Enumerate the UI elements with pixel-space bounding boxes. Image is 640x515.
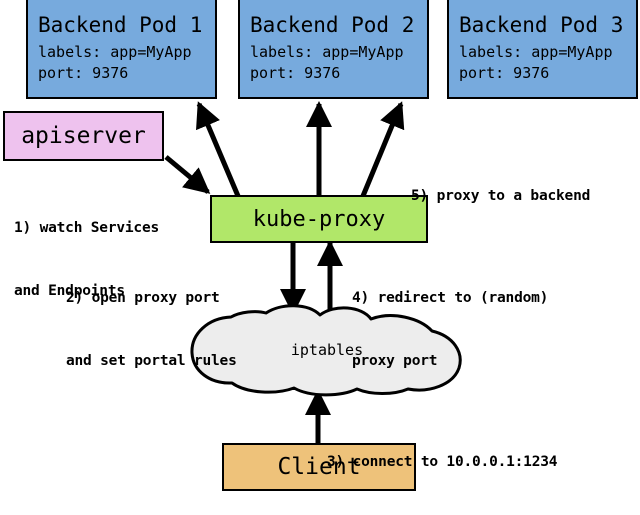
- apiserver-label: apiserver: [21, 123, 146, 149]
- arrow-apiserver-to-kubeproxy: [164, 155, 211, 194]
- client-box[interactable]: Client: [222, 443, 416, 491]
- arrow-kubeproxy-to-pod1: [196, 101, 241, 197]
- backend-pod-2-labels: labels: app=MyApp: [250, 43, 404, 62]
- backend-pod-1-title: Backend Pod 1: [38, 13, 203, 38]
- backend-pod-2-title: Backend Pod 2: [250, 13, 415, 38]
- backend-pod-1-box[interactable]: Backend Pod 1 labels: app=MyApp port: 93…: [26, 0, 217, 99]
- step-4-line-1: 4) redirect to (random): [352, 290, 549, 307]
- diagram-canvas: iptables Backend Pod 1 labels: app=MyApp…: [3, 0, 638, 491]
- step-3-label: 3) connect to 10.0.0.1:1234: [327, 410, 558, 515]
- apiserver-box[interactable]: apiserver: [3, 111, 164, 161]
- step-4-line-2: proxy port: [352, 353, 438, 370]
- step-5-line-1: 5) proxy to a backend: [411, 188, 591, 205]
- backend-pod-2-box[interactable]: Backend Pod 2 labels: app=MyApp port: 93…: [238, 0, 429, 99]
- step-1-line-1: 1) watch Services: [14, 220, 160, 237]
- backend-pod-3-port: port: 9376: [459, 63, 550, 82]
- client-label: Client: [277, 454, 361, 480]
- arrow-kubeproxy-to-pod3: [360, 101, 405, 197]
- kube-proxy-box[interactable]: kube-proxy: [210, 195, 428, 243]
- step-1-label: 1) watch Services and Endpoints: [14, 176, 159, 344]
- iptables-cloud-layer: [190, 304, 462, 397]
- iptables-label: iptables: [290, 341, 364, 359]
- step-2-line-1: 2) open proxy port: [66, 290, 220, 307]
- backend-pod-1-labels: labels: app=MyApp: [38, 43, 192, 62]
- step-2-label: 2) open proxy port and set portal rules: [66, 246, 237, 414]
- step-5-label: 5) proxy to a backend: [411, 144, 590, 249]
- step-2-line-2: and set portal rules: [66, 353, 237, 370]
- backend-pod-3-labels: labels: app=MyApp: [459, 43, 613, 62]
- step-1-line-2: and Endpoints: [14, 283, 125, 300]
- backend-pod-3-box[interactable]: Backend Pod 3 labels: app=MyApp port: 93…: [447, 0, 638, 99]
- iptables-cloud-shape: [190, 304, 462, 397]
- backend-pod-1-port: port: 9376: [38, 63, 129, 82]
- backend-pod-3-title: Backend Pod 3: [459, 13, 624, 38]
- step-4-label: 4) redirect to (random) proxy port: [352, 246, 548, 414]
- step-3-line-1: 3) connect to 10.0.0.1:1234: [327, 454, 558, 471]
- kube-proxy-label: kube-proxy: [252, 206, 386, 232]
- backend-pod-2-port: port: 9376: [250, 63, 341, 82]
